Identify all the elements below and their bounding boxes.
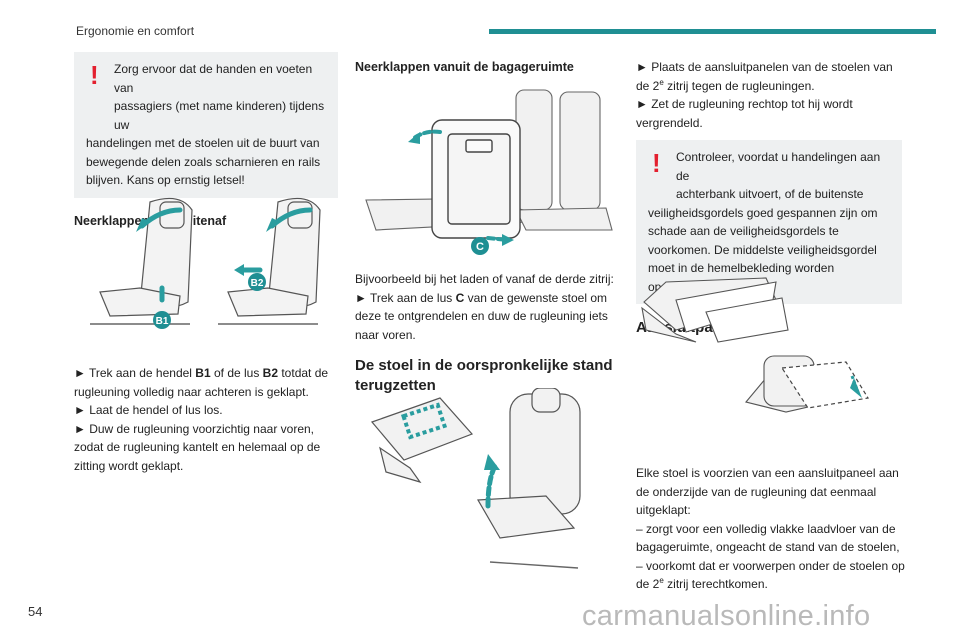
middle-heading: Neerklappen vanuit de bagageruimte xyxy=(355,60,574,74)
warning-icon: ! xyxy=(652,148,661,178)
middle-heading-2: De stoel in de oorspronkelijke stand ter… xyxy=(355,357,613,394)
step-2: ► Laat de hendel of lus los. xyxy=(74,403,223,417)
middle-text: Bijvoorbeeld bij het laden of vanaf de d… xyxy=(355,270,619,396)
header-accent-bar xyxy=(489,29,936,34)
seat-fold-from-boot-illustration: C xyxy=(365,89,613,255)
callout-b2: B2 xyxy=(251,278,264,289)
warning-line-1: Zorg ervoor dat de handen en voeten van xyxy=(114,62,313,95)
right-text: Elke stoel is voorzien van een aansluitp… xyxy=(636,464,906,594)
callout-b1: B1 xyxy=(156,316,169,327)
seat-fold-from-outside-illustration: B1 B2 xyxy=(90,197,321,329)
right-dash-1: – zorgt voor een volledig vlakke laadvlo… xyxy=(636,521,900,555)
right-step-2: ► Zet de rugleuning rechtop tot hij word… xyxy=(636,97,853,130)
right-step-1: ► Plaats de aansluitpanelen van de stoel… xyxy=(636,60,893,93)
warning-text: handelingen met de stoelen uit de buurt … xyxy=(86,136,321,187)
warning-line-2: passagiers (met name kinderen) tijdens u… xyxy=(114,99,325,132)
step-3: ► Duw de rugleuning voorzichtig naar vor… xyxy=(74,421,321,473)
page-number: 54 xyxy=(28,604,43,619)
middle-step-1: ► Trek aan de lus C van de gewenste stoe… xyxy=(355,290,608,342)
right-paragraph: Elke stoel is voorzien van een aansluitp… xyxy=(636,466,899,517)
right-warning-line-1: Controleer, voordat u handelingen aan de xyxy=(676,150,881,183)
right-warning-box: ! Controleer, voordat u handelingen aan … xyxy=(636,140,902,304)
warning-icon: ! xyxy=(90,60,99,90)
right-column: ► Plaats de aansluitpanelen van de stoel… xyxy=(636,58,902,338)
left-column: ! Zorg ervoor dat de handen en voeten va… xyxy=(74,52,338,230)
middle-intro: Bijvoorbeeld bij het laden of vanaf de d… xyxy=(355,272,614,286)
right-warning-line-2: achterbank uitvoert, of de buitenste xyxy=(676,187,864,201)
callout-c: C xyxy=(476,241,484,253)
connection-panels-illustration xyxy=(641,277,869,413)
left-steps: ► Trek aan de hendel B1 of de lus B2 tot… xyxy=(74,364,340,475)
section-title: Ergonomie en comfort xyxy=(76,24,195,38)
watermark: carmanualsonline.info xyxy=(582,600,871,632)
seat-return-illustration xyxy=(370,388,581,569)
step-1: ► Trek aan de hendel B1 of de lus B2 tot… xyxy=(74,366,329,399)
warning-box: ! Zorg ervoor dat de handen en voeten va… xyxy=(74,52,338,198)
right-dash-2: – voorkomt dat er voorwerpen onder de st… xyxy=(636,558,905,592)
